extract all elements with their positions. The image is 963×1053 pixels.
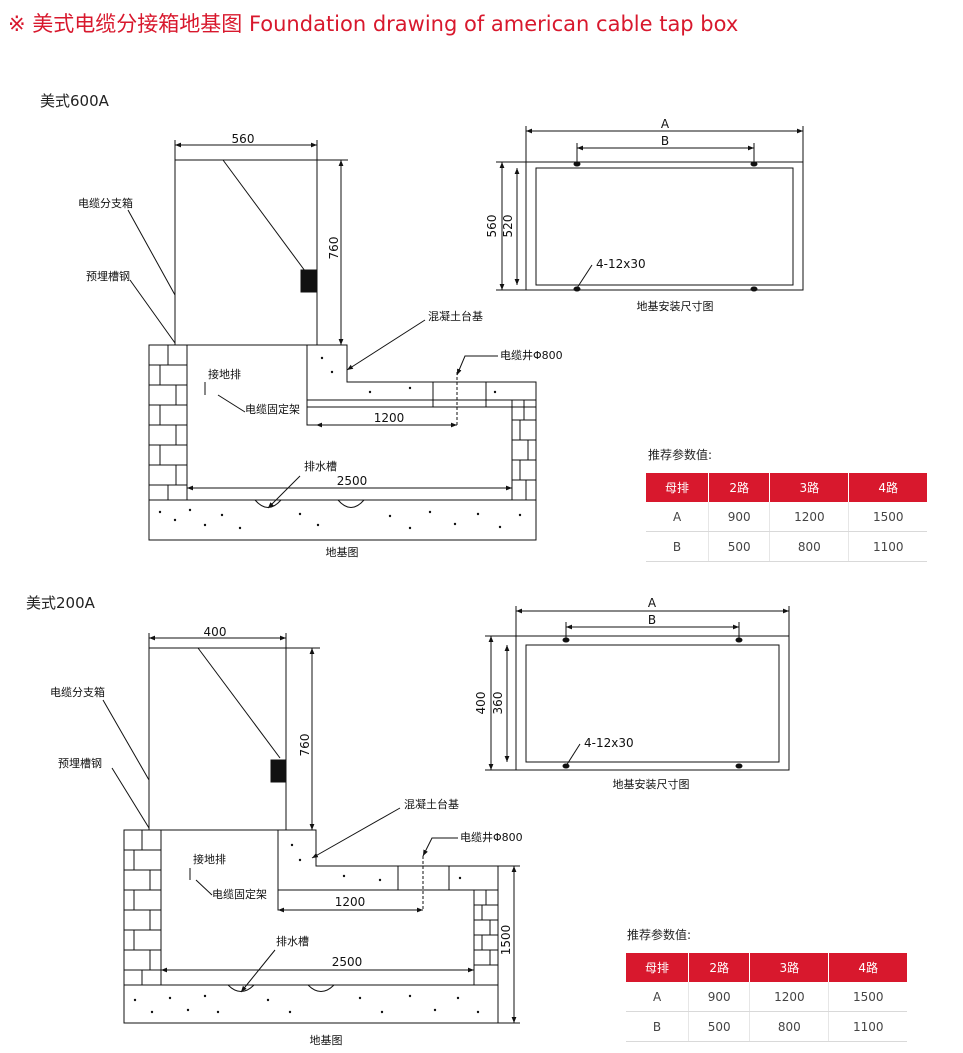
params-table-600a: 母排 2路 3路 4路 A 900 1200 1500 B 500 800 11…	[646, 473, 927, 562]
plan-inner-frame	[535, 167, 794, 286]
label-cable-bracket: 电缆固定架	[245, 402, 300, 416]
label-cable-well: 电缆井Φ800	[460, 830, 523, 844]
params-cell: 1100	[848, 531, 927, 562]
params-cell: 1200	[749, 982, 830, 1012]
params-cell: A	[646, 502, 710, 532]
concrete-base	[277, 829, 499, 891]
plan-label-b: B	[648, 613, 656, 627]
box-diagonal-line	[197, 647, 281, 759]
params-cell: 900	[688, 982, 751, 1012]
box-lock-block	[300, 269, 317, 293]
params-header: 2路	[708, 473, 771, 502]
params-header: 4路	[828, 953, 907, 982]
label-branch-box: 电缆分支箱	[50, 685, 105, 699]
plan-label-a: A	[661, 117, 670, 131]
dim-text-1200: 1200	[335, 895, 366, 909]
plan-label-hole: 4-12x30	[596, 257, 646, 271]
plan-inner-frame	[525, 644, 780, 763]
dim-text-1500: 1500	[499, 925, 513, 956]
label-concrete-base: 混凝土台基	[404, 797, 459, 811]
params-table-200a: 母排 2路 3路 4路 A 900 1200 1500 B 500 800 11…	[626, 953, 907, 1042]
params-cell: 500	[688, 1011, 751, 1042]
left-brick-wall	[123, 829, 162, 986]
params-cell: 800	[769, 531, 850, 562]
params-cell: A	[626, 982, 690, 1012]
params-header: 4路	[848, 473, 927, 502]
dim-text-box-height: 760	[298, 734, 312, 757]
plan-caption: 地基安装尺寸图	[613, 777, 690, 791]
table-row: B 500 800 1100	[646, 531, 927, 562]
dim-text-box-width: 560	[232, 132, 255, 146]
params-title: 推荐参数值:	[627, 928, 692, 942]
section-label-600a: 美式600A	[40, 92, 109, 110]
table-row: A 900 1200 1500	[626, 982, 907, 1012]
params-header: 母排	[626, 953, 690, 982]
box-diagonal-line	[222, 159, 309, 276]
plan-label-b: B	[661, 134, 669, 148]
page-title: ※ 美式电缆分接箱地基图 Foundation drawing of ameri…	[8, 12, 739, 36]
label-cable-well: 电缆井Φ800	[500, 348, 563, 362]
caption-foundation: 地基图	[326, 546, 359, 559]
plan-caption: 地基安装尺寸图	[637, 299, 714, 313]
dim-text-2500: 2500	[332, 955, 363, 969]
plan-label-a: A	[648, 596, 657, 610]
table-row: B 500 800 1100	[626, 1011, 907, 1042]
dim-text-2500: 2500	[337, 474, 368, 488]
label-cable-bracket: 电缆固定架	[212, 887, 267, 901]
params-cell: 500	[708, 531, 771, 562]
label-drain: 排水槽	[276, 934, 309, 948]
label-branch-box: 电缆分支箱	[78, 196, 133, 210]
concrete-base	[306, 344, 537, 401]
params-cell: 1200	[769, 502, 850, 532]
params-title: 推荐参数值:	[648, 448, 713, 462]
drain-channel	[254, 499, 365, 508]
params-cell: 900	[708, 502, 771, 532]
params-cell: 1500	[828, 982, 907, 1012]
dim-text-1200: 1200	[374, 411, 405, 425]
params-header: 母排	[646, 473, 710, 502]
plan-label-outer-height: 400	[474, 692, 488, 715]
label-grounding-bar: 接地排	[193, 852, 226, 866]
plan-label-inner-height: 360	[491, 692, 505, 715]
params-cell: 1500	[848, 502, 927, 532]
label-grounding-bar: 接地排	[208, 367, 241, 381]
params-cell: 800	[749, 1011, 830, 1042]
dim-text-box-width: 400	[204, 625, 227, 639]
label-drain: 排水槽	[304, 459, 337, 473]
label-channel-steel: 预埋槽钢	[58, 757, 102, 770]
params-cell: B	[646, 531, 710, 562]
branch-box-outline	[174, 159, 318, 346]
params-cell: 1100	[828, 1011, 907, 1042]
table-row: A 900 1200 1500	[646, 502, 927, 532]
left-brick-wall	[148, 344, 188, 501]
plan-label-inner-height: 520	[501, 215, 515, 238]
dim-text-box-height: 760	[327, 237, 341, 260]
label-concrete-base: 混凝土台基	[428, 309, 483, 323]
params-header: 3路	[769, 473, 850, 502]
foundation-drawing-600a	[127, 126, 804, 541]
params-cell: B	[626, 1011, 690, 1042]
plan-outer-frame	[515, 635, 790, 771]
params-header: 2路	[688, 953, 751, 982]
box-lock-block	[270, 759, 286, 783]
foundation-drawing-200a	[102, 606, 790, 1024]
section-label-200a: 美式200A	[26, 594, 95, 612]
plan-label-outer-height: 560	[485, 215, 499, 238]
plan-label-hole: 4-12x30	[584, 736, 634, 750]
plan-outer-frame	[525, 161, 804, 291]
caption-foundation: 地基图	[310, 1034, 343, 1047]
params-header: 3路	[749, 953, 830, 982]
foundation-slab	[148, 499, 537, 541]
foundation-slab	[123, 984, 499, 1024]
label-channel-steel: 预埋槽钢	[86, 270, 130, 283]
